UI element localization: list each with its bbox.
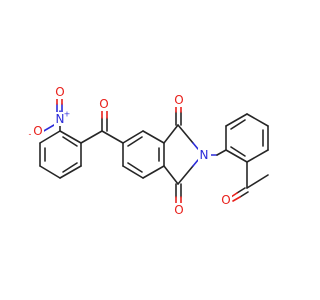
ketone-oxygen-label: O bbox=[99, 97, 108, 111]
atom-labels: N + O - O O O O N O bbox=[29, 85, 232, 217]
nitro-nitrogen-charge: + bbox=[64, 110, 71, 119]
molecule-diagram: N + O - O O O O N O bbox=[29, 85, 269, 217]
bond bbox=[59, 130, 82, 144]
bond bbox=[80, 130, 103, 144]
bond bbox=[39, 130, 61, 144]
bond bbox=[163, 124, 179, 144]
bond bbox=[246, 149, 269, 163]
nitro-nitrogen-label: N bbox=[56, 112, 65, 126]
imide-oxygen-bottom-label: O bbox=[174, 203, 183, 217]
bond bbox=[216, 149, 227, 156]
bond bbox=[192, 159, 199, 167]
atom-label-background bbox=[220, 193, 232, 207]
atom-label-background bbox=[173, 93, 185, 107]
bond bbox=[59, 165, 82, 179]
atom-label-background bbox=[32, 124, 44, 138]
atom-label-background bbox=[98, 97, 110, 111]
bond bbox=[239, 191, 249, 198]
bond bbox=[163, 165, 179, 185]
atom-label-background bbox=[54, 112, 66, 126]
bond bbox=[62, 162, 78, 173]
atom-label-background bbox=[198, 148, 211, 162]
bond bbox=[230, 119, 246, 130]
acetyl-oxygen-label: O bbox=[221, 193, 230, 207]
bond bbox=[236, 187, 246, 194]
bond bbox=[122, 130, 144, 144]
imide-oxygen-top-label: O bbox=[174, 93, 183, 107]
bond bbox=[232, 196, 241, 202]
bond bbox=[225, 149, 248, 163]
bond bbox=[225, 113, 248, 127]
nitro-oxygen-charge: - bbox=[29, 130, 32, 139]
bond bbox=[177, 165, 194, 185]
bond bbox=[101, 130, 124, 144]
atom-label-background bbox=[173, 203, 185, 217]
bond bbox=[127, 136, 143, 147]
bonds bbox=[39, 95, 269, 206]
nitro-oxygen-top-label: O bbox=[55, 85, 64, 99]
bond bbox=[127, 162, 143, 173]
bond bbox=[246, 113, 269, 127]
bond bbox=[230, 146, 246, 157]
bond bbox=[246, 174, 269, 189]
bond bbox=[177, 124, 194, 144]
nitro-oxygen-minus-label: O bbox=[33, 124, 42, 138]
bond bbox=[192, 142, 199, 150]
bond bbox=[62, 136, 78, 147]
bond bbox=[142, 130, 165, 144]
bond bbox=[39, 165, 61, 179]
bond bbox=[122, 165, 144, 179]
atom-label-background bbox=[54, 86, 66, 99]
imide-nitrogen-label: N bbox=[200, 148, 209, 162]
bond bbox=[142, 165, 165, 179]
